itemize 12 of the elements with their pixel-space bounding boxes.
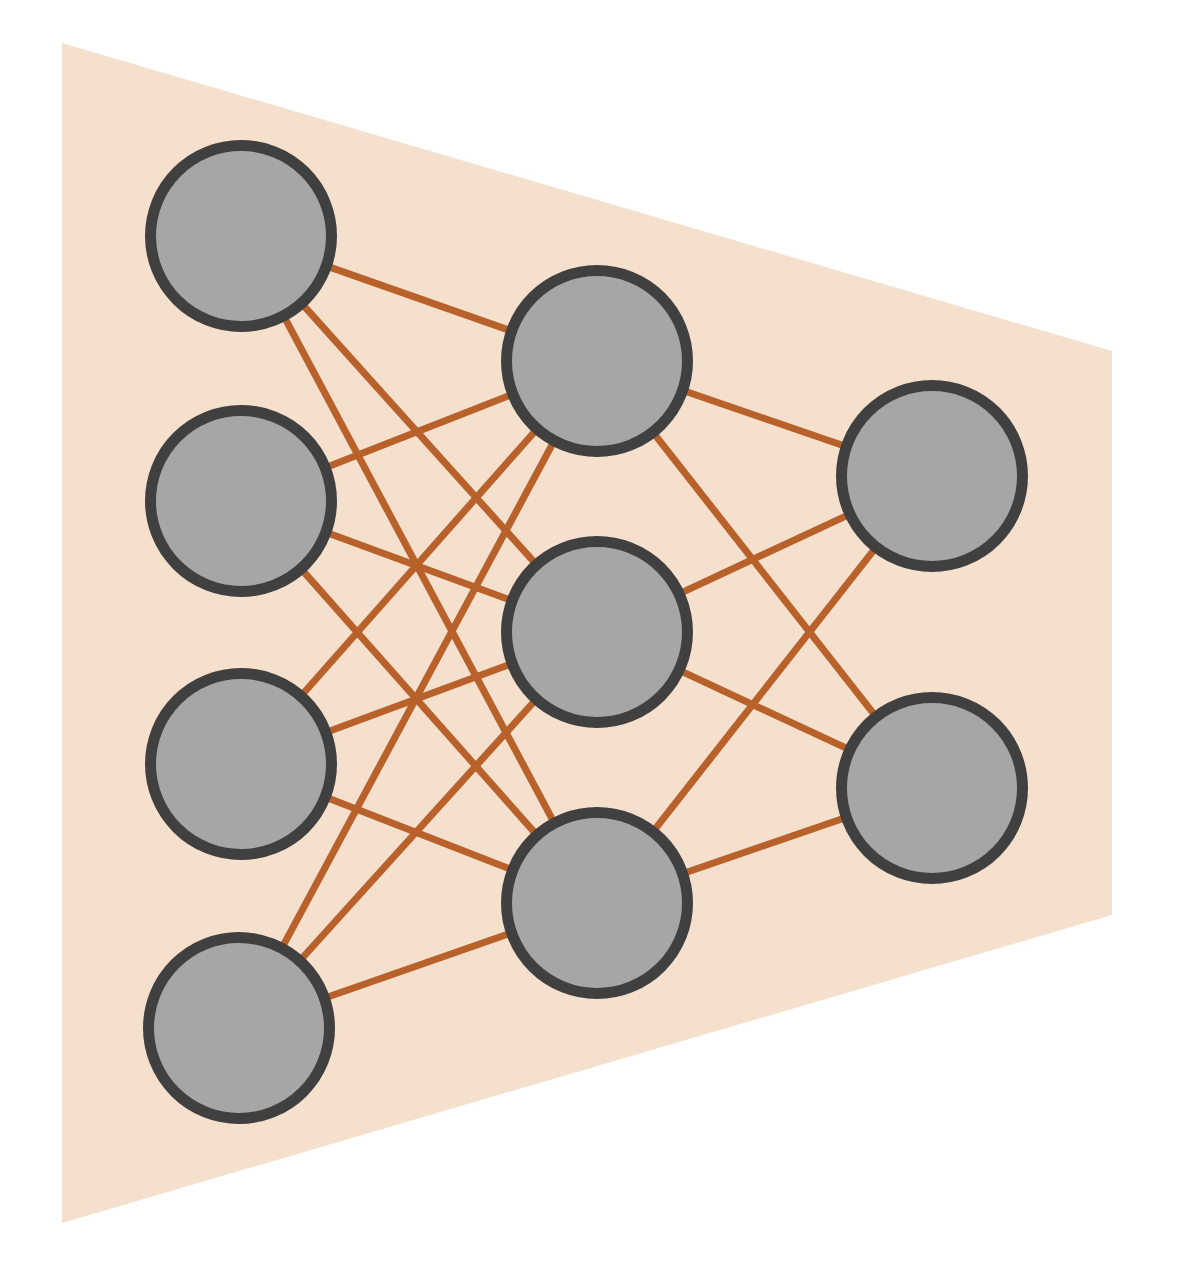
connection-line [301, 303, 537, 565]
connection-line [299, 699, 537, 961]
connection-line [680, 668, 849, 752]
connection-line [680, 512, 849, 596]
connection-line [300, 569, 538, 835]
connection-line [328, 530, 510, 603]
connection-line [327, 392, 511, 470]
connection-line [282, 317, 556, 822]
connection-line [300, 429, 538, 696]
connection-line [652, 432, 877, 717]
connection-line [652, 547, 877, 832]
connection-line [280, 442, 556, 947]
